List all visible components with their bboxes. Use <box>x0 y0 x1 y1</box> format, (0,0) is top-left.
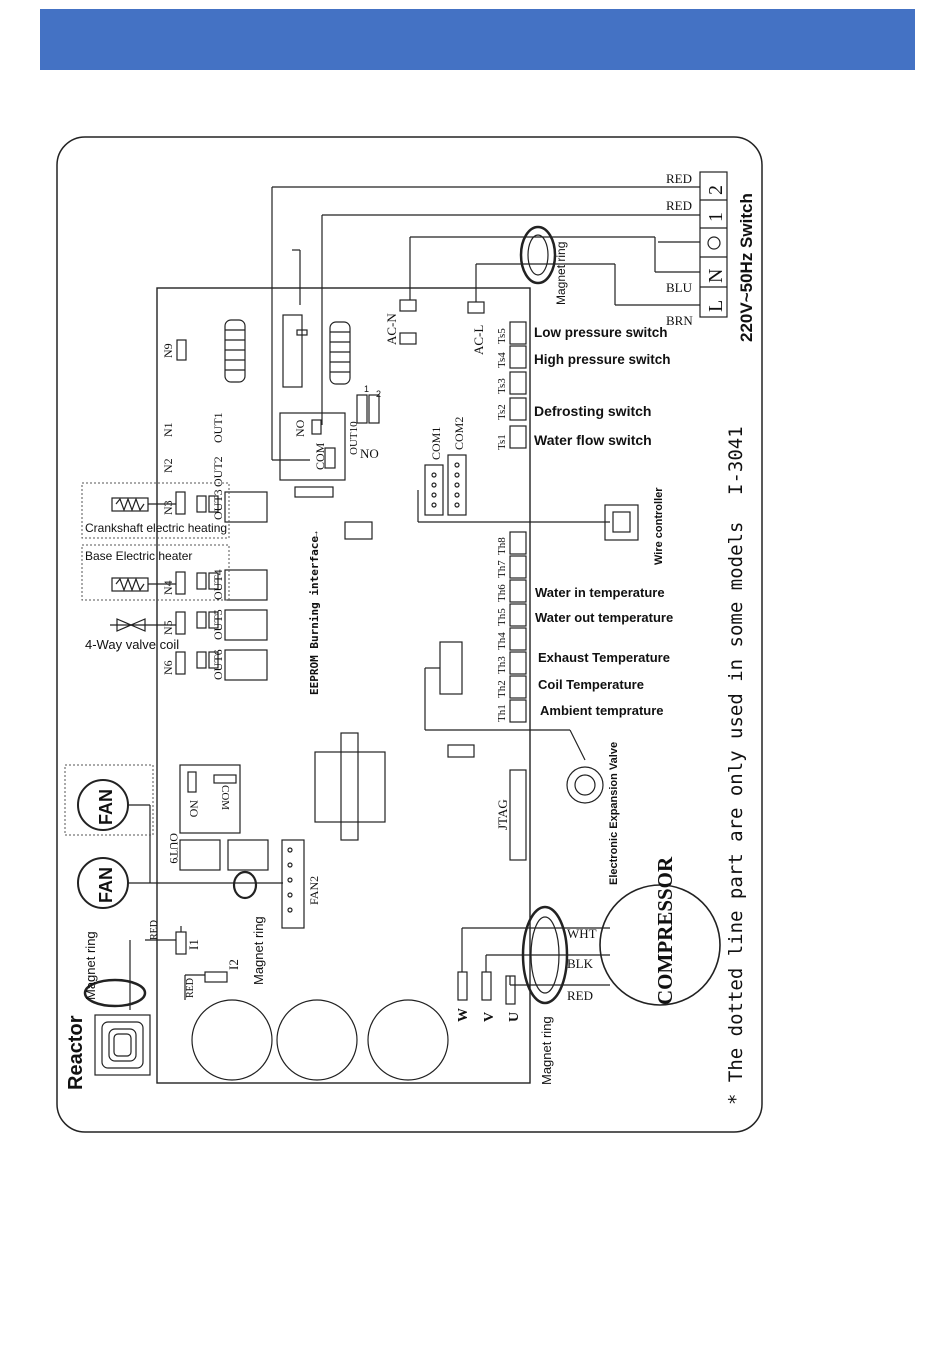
wire-brn: BRN <box>666 313 693 328</box>
n3-label: N3 <box>161 500 175 515</box>
th6-label: Th6 <box>496 584 508 602</box>
com2-label: COM2 <box>452 417 466 450</box>
relay-no: NO <box>293 419 307 437</box>
n5-label: N5 <box>161 620 175 635</box>
ac-l-label: AC-L <box>471 325 486 355</box>
high-pressure-switch: High pressure switch <box>534 352 671 367</box>
wire-wht: WHT <box>567 926 597 941</box>
th2-label: Th2 <box>496 680 508 698</box>
out3-label: OUT3 <box>211 489 225 520</box>
i2-label: I2 <box>226 959 241 970</box>
n4-label: N4 <box>161 580 175 595</box>
n9-label: N9 <box>161 343 175 358</box>
wire-blu: BLU <box>666 280 693 295</box>
magnet-ring-compressor: Magnet ring <box>539 1016 554 1085</box>
wire-red-2: RED <box>666 198 692 213</box>
out9-label: OUT9 <box>167 833 181 864</box>
eev-label: Electronic Expansion Valve <box>608 742 620 885</box>
crankshaft-heating: Crankshaft electric heating <box>85 521 227 535</box>
reactor-label: Reactor <box>65 1015 87 1090</box>
out10-no: NO <box>360 446 379 461</box>
water-in-temp: Water in temperature <box>535 585 665 600</box>
coil-temp: Coil Temperature <box>538 677 644 692</box>
control-board <box>156 287 531 1084</box>
out4-label: OUT4 <box>211 569 225 600</box>
wire-red-5: RED <box>185 978 196 998</box>
terminal-l: L <box>705 300 727 312</box>
ts2-label: Ts2 <box>496 404 508 420</box>
magnet-ring-reactor: Magnet ring <box>83 931 98 1000</box>
com1-label: COM1 <box>429 427 443 460</box>
ac-n-label: AC-N <box>384 313 399 345</box>
u-label: U <box>507 1012 522 1022</box>
water-out-temp: Water out temperature <box>535 610 673 625</box>
n1-label: N1 <box>161 422 175 437</box>
wire-red-3: RED <box>567 988 593 1003</box>
out9-com: COM <box>219 785 231 810</box>
switch-label: 220V~50Hz Switch <box>737 193 756 342</box>
out10-label: OUT10 <box>348 421 360 455</box>
diagram-frame <box>56 136 763 1133</box>
model-number: I-3041 <box>725 426 747 495</box>
th8-label: Th8 <box>496 537 508 555</box>
exhaust-temp: Exhaust Temperature <box>538 650 670 665</box>
out10-1: 1 <box>364 384 369 394</box>
wire-red-4: RED <box>149 920 160 940</box>
header-bar <box>40 9 915 70</box>
n2-label: N2 <box>161 458 175 473</box>
out6-label: OUT6 <box>211 649 225 680</box>
w-label: W <box>456 1008 471 1022</box>
fan-2: FAN <box>96 867 116 903</box>
terminal-2: 2 <box>705 185 727 195</box>
out1-label: OUT1 <box>211 412 225 443</box>
n6-label: N6 <box>161 660 175 675</box>
th7-label: Th7 <box>496 560 508 578</box>
compressor-label: COMPRESSOR <box>653 856 677 1005</box>
relay-com: COM <box>313 442 327 470</box>
ts5-label: Ts5 <box>496 328 508 344</box>
ts4-label: Ts4 <box>496 352 508 368</box>
out10-2: 2 <box>376 389 381 399</box>
out9-no: NO <box>187 800 201 818</box>
magnet-ring-fan2: Magnet ring <box>251 916 266 985</box>
four-way-valve: 4-Way valve coil <box>85 637 179 652</box>
out2-label: OUT2 <box>211 456 225 487</box>
fan2-label: FAN2 <box>307 876 321 905</box>
i1-label: I1 <box>186 939 201 950</box>
eeprom-label: EEPROM Burning interface <box>308 536 321 695</box>
eeprom-arrow: → <box>309 529 321 540</box>
ambient-temp: Ambient temprature <box>540 703 664 718</box>
low-pressure-switch: Low pressure switch <box>534 325 668 340</box>
v-label: V <box>482 1012 497 1022</box>
jtag-label: JTAG <box>495 799 510 830</box>
th4-label: Th4 <box>496 632 508 650</box>
wire-blk: BLK <box>567 956 594 971</box>
terminal-n: N <box>705 269 727 283</box>
th5-label: Th5 <box>496 608 508 626</box>
ts3-label: Ts3 <box>496 378 508 394</box>
th1-label: Th1 <box>496 704 508 722</box>
defrosting-switch: Defrosting switch <box>534 403 651 419</box>
wire-red-1: RED <box>666 171 692 186</box>
footnote: * The dotted line part are only used in … <box>725 522 747 1105</box>
fan-1: FAN <box>96 789 116 825</box>
terminal-1: 1 <box>705 212 727 222</box>
ts1-label: Ts1 <box>496 434 508 450</box>
wire-controller-label: Wire controller <box>653 487 665 565</box>
base-electric-heater: Base Electric heater <box>85 549 192 563</box>
water-flow-switch: Water flow switch <box>534 432 652 448</box>
th3-label: Th3 <box>496 656 508 674</box>
out5-label: OUT5 <box>211 609 225 640</box>
magnet-ring-top: Magnet ring <box>554 242 568 305</box>
